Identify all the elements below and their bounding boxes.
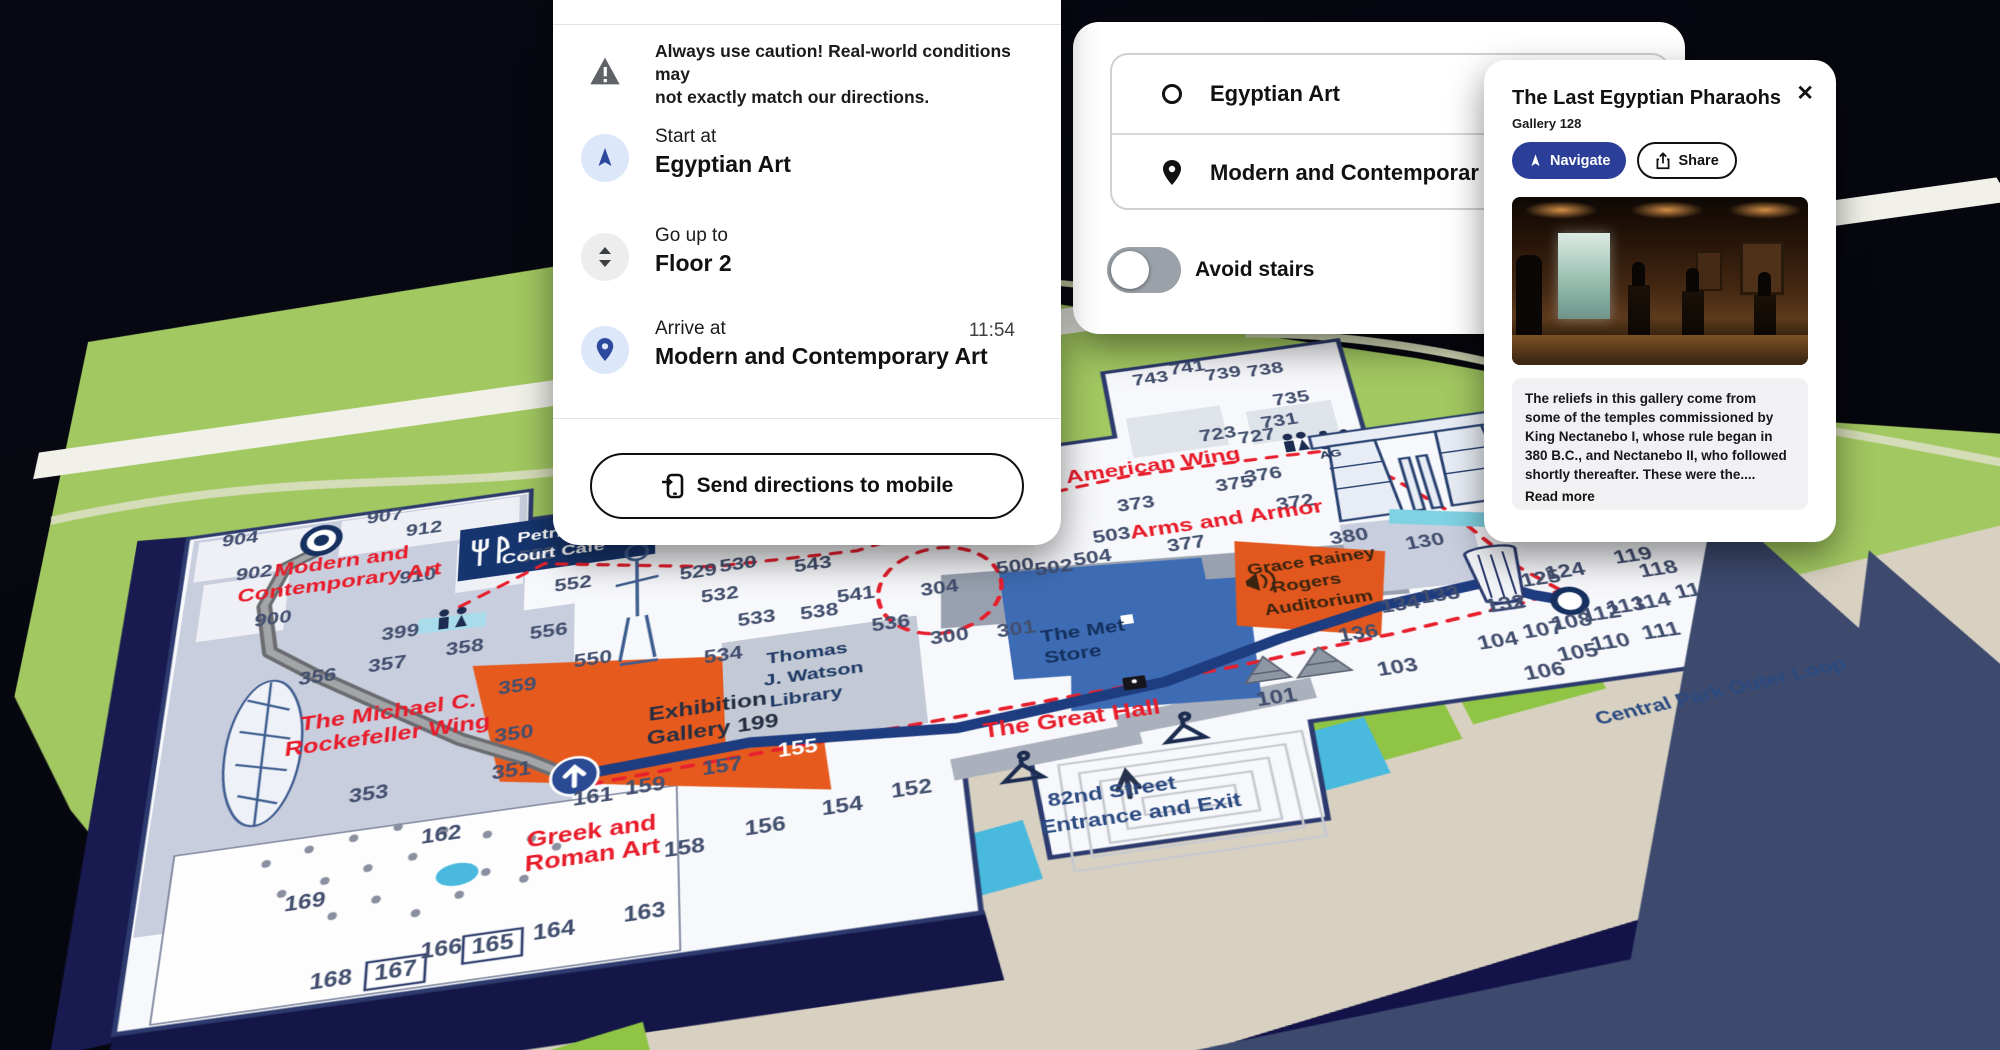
caution-line1: Always use caution! Real-world condition… [655, 41, 1011, 84]
step-label: Start at [655, 126, 791, 148]
navigate-label: Navigate [1550, 153, 1610, 169]
photo-relief [1696, 251, 1722, 291]
avoid-stairs-toggle[interactable] [1107, 247, 1181, 293]
send-to-mobile-icon [661, 473, 685, 499]
description-text: The reliefs in this gallery come from so… [1525, 389, 1795, 484]
send-directions-button[interactable]: Send directions to mobile [590, 453, 1024, 519]
gallery-photo [1512, 197, 1808, 365]
step-arrive: Arrive at Modern and Contemporary Art [655, 318, 988, 370]
photo-doorway [1558, 233, 1610, 319]
photo-light [1524, 201, 1598, 219]
divider [553, 418, 1061, 419]
step-start: Start at Egyptian Art [655, 126, 791, 178]
share-icon [1655, 152, 1671, 170]
description-box: The reliefs in this gallery come from so… [1512, 378, 1808, 510]
navigate-button[interactable]: Navigate [1512, 142, 1626, 179]
photo-pedestal [1682, 291, 1704, 337]
photo-pedestal [1628, 285, 1650, 337]
caution-note: Always use caution! Real-world condition… [655, 40, 1047, 109]
photo-light [1630, 201, 1704, 219]
gallery-detail-card: The Last Egyptian Pharaohs ✕ Gallery 128… [1484, 60, 1836, 542]
share-label: Share [1678, 153, 1718, 169]
step-label: Arrive at [655, 318, 988, 340]
origin-icon [1159, 84, 1185, 104]
navigate-icon [1528, 153, 1543, 168]
photo-floor [1512, 335, 1808, 365]
step-label: Go up to [655, 225, 732, 247]
send-button-label: Send directions to mobile [697, 474, 954, 498]
step-value: Modern and Contemporary Art [655, 343, 988, 370]
arrival-time: 11:54 [969, 320, 1015, 342]
step-value: Floor 2 [655, 250, 732, 277]
photo-pedestal [1754, 295, 1776, 337]
read-more-link[interactable]: Read more [1525, 489, 1795, 504]
photo-light [1728, 201, 1802, 219]
photo-sculpture [1516, 255, 1542, 335]
arrive-icon [581, 326, 629, 374]
floor-change-icon [581, 233, 629, 281]
warning-icon [589, 56, 621, 86]
card-title: The Last Egyptian Pharaohs [1512, 86, 1790, 110]
step-value: Egyptian Art [655, 151, 791, 178]
divider [553, 24, 1061, 25]
directions-panel: Always use caution! Real-world condition… [553, 0, 1061, 545]
card-subtitle: Gallery 128 [1512, 116, 1581, 131]
step-floor: Go up to Floor 2 [655, 225, 732, 277]
close-icon[interactable]: ✕ [1796, 84, 1814, 104]
avoid-stairs-label: Avoid stairs [1195, 258, 1314, 282]
start-icon [581, 134, 629, 182]
toggle-knob [1111, 251, 1149, 289]
caution-line2: not exactly match our directions. [655, 87, 929, 107]
destination-icon [1159, 159, 1185, 187]
share-button[interactable]: Share [1637, 142, 1736, 179]
